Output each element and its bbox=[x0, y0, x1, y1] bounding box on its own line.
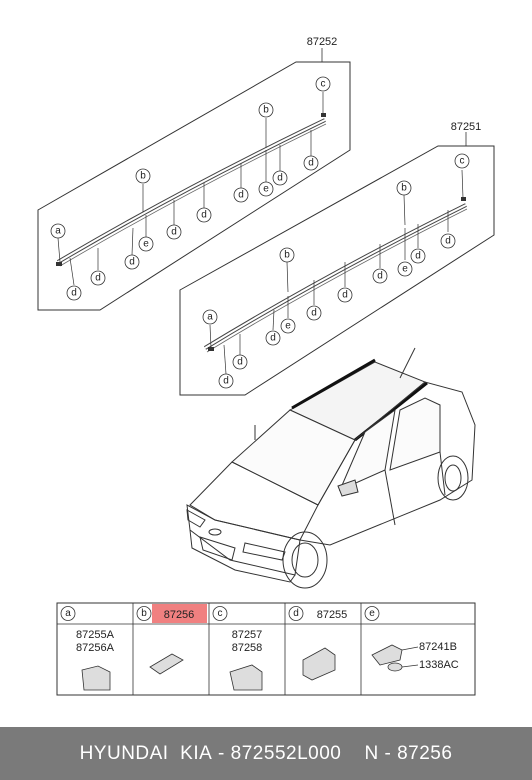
callout-d: d bbox=[440, 233, 456, 249]
callout-letter: d bbox=[377, 271, 383, 282]
legend-a-part-1: 87255A bbox=[76, 629, 115, 641]
callout-d: d bbox=[303, 155, 319, 171]
callout-a: a bbox=[202, 309, 218, 325]
highlight-87256 bbox=[152, 604, 207, 623]
callout-letter: d bbox=[311, 308, 317, 319]
callout-letter: e bbox=[143, 239, 149, 250]
nut-sketch bbox=[387, 662, 403, 672]
legend-a-part-2: 87256A bbox=[76, 642, 115, 654]
parts-diagram: 87252 87251 bbox=[37, 36, 495, 696]
legend-c-part-1: 87257 bbox=[232, 629, 263, 641]
callout-b: b bbox=[258, 102, 274, 118]
footer-brand: HYUNDAI KIA bbox=[79, 742, 213, 764]
callout-b: b bbox=[135, 168, 151, 184]
callout-d: d bbox=[306, 305, 322, 321]
callout-letter: e bbox=[402, 264, 408, 275]
car-illustration bbox=[186, 347, 476, 589]
footer-separator: - bbox=[212, 742, 231, 764]
callout-letter: d bbox=[237, 357, 243, 368]
legend-letter-e: e bbox=[364, 606, 380, 621]
callout-d: d bbox=[410, 248, 426, 264]
callout-letter: d bbox=[71, 288, 77, 299]
callout-letter: b bbox=[263, 105, 269, 116]
rail-clips bbox=[56, 113, 466, 351]
callout-letter: b bbox=[140, 171, 146, 182]
callout-e: e bbox=[258, 181, 274, 197]
callout-letter: d bbox=[308, 158, 314, 169]
callout-leaders bbox=[57, 92, 464, 375]
callout-letter: d bbox=[342, 290, 348, 301]
callout-e: e bbox=[397, 261, 413, 277]
legend-d-header: 87255 bbox=[317, 609, 348, 621]
legend-e-part-1: 87241B bbox=[419, 641, 457, 653]
callout-c: c bbox=[315, 76, 331, 92]
callout-d: d bbox=[233, 187, 249, 203]
svg-text:e: e bbox=[369, 608, 375, 619]
callout-d: d bbox=[265, 330, 281, 346]
footer-ref: N - 87256 bbox=[364, 742, 453, 764]
callout-d: d bbox=[124, 254, 140, 270]
lower-rail-panel: 87251 bbox=[179, 121, 495, 396]
callout-d: d bbox=[218, 373, 234, 389]
callout-d: d bbox=[166, 224, 182, 240]
svg-text:a: a bbox=[65, 608, 71, 619]
clip-sketch bbox=[371, 644, 403, 666]
callout-letter: d bbox=[171, 227, 177, 238]
callout-a: a bbox=[50, 223, 66, 239]
callout-d: d bbox=[196, 207, 212, 223]
footer-bar: HYUNDAI KIA - 872552L000 N - 87256 bbox=[0, 727, 532, 780]
footer-gap bbox=[341, 743, 364, 765]
legend-letter-a: a bbox=[60, 606, 76, 621]
callout-letter: b bbox=[284, 250, 290, 261]
end-piece-sketch bbox=[229, 664, 263, 691]
callout-letter: d bbox=[129, 257, 135, 268]
callout-d: d bbox=[90, 270, 106, 286]
callout-letter: d bbox=[95, 273, 101, 284]
callout-c: c bbox=[454, 153, 470, 169]
callout-e: e bbox=[138, 236, 154, 252]
legend-e-part-2: 1338AC bbox=[419, 659, 459, 671]
callout-letter: e bbox=[263, 184, 269, 195]
lower-rail-part-number: 87251 bbox=[451, 121, 482, 133]
callout-letter: d bbox=[270, 333, 276, 344]
callout-d: d bbox=[372, 268, 388, 284]
legend-c-part-2: 87258 bbox=[232, 642, 263, 654]
callout-letter: e bbox=[285, 321, 291, 332]
callout-letter: a bbox=[55, 226, 61, 237]
legend-b-header: 87256 bbox=[164, 609, 195, 621]
end-cap-sketch bbox=[81, 665, 111, 691]
upper-rail-part-number: 87252 bbox=[307, 36, 338, 48]
legend-letter-c: c bbox=[212, 606, 228, 621]
callout-letter: a bbox=[207, 312, 213, 323]
callout-e: e bbox=[280, 318, 296, 334]
legend-letter-b: b bbox=[136, 606, 152, 621]
callout-letter: d bbox=[223, 376, 229, 387]
svg-text:b: b bbox=[141, 608, 147, 619]
parts-legend: a b c d e 87256 87255 87255A 87256A 87257 87… bbox=[56, 602, 476, 696]
callout-b: b bbox=[396, 180, 412, 196]
callout-d: d bbox=[337, 287, 353, 303]
cover-sketch bbox=[149, 653, 184, 675]
svg-text:c: c bbox=[218, 608, 223, 619]
upper-rail-panel: 87252 bbox=[37, 36, 351, 311]
callout-d: d bbox=[272, 170, 288, 186]
legend-letter-d: d bbox=[288, 606, 304, 621]
callout-letter: c bbox=[460, 156, 465, 167]
callout-letter: d bbox=[277, 173, 283, 184]
callout-letter: d bbox=[445, 236, 451, 247]
callout-letter: d bbox=[415, 251, 421, 262]
callout-d: d bbox=[66, 285, 82, 301]
bracket-sketch bbox=[302, 647, 336, 681]
callout-letter: d bbox=[201, 210, 207, 221]
callout-b: b bbox=[279, 247, 295, 263]
callout-d: d bbox=[232, 354, 248, 370]
callout-letter: c bbox=[321, 79, 326, 90]
svg-text:d: d bbox=[293, 608, 299, 619]
footer-part-number: 872552L000 bbox=[230, 742, 342, 764]
callout-letter: b bbox=[401, 183, 407, 194]
callout-letter: d bbox=[238, 190, 244, 201]
